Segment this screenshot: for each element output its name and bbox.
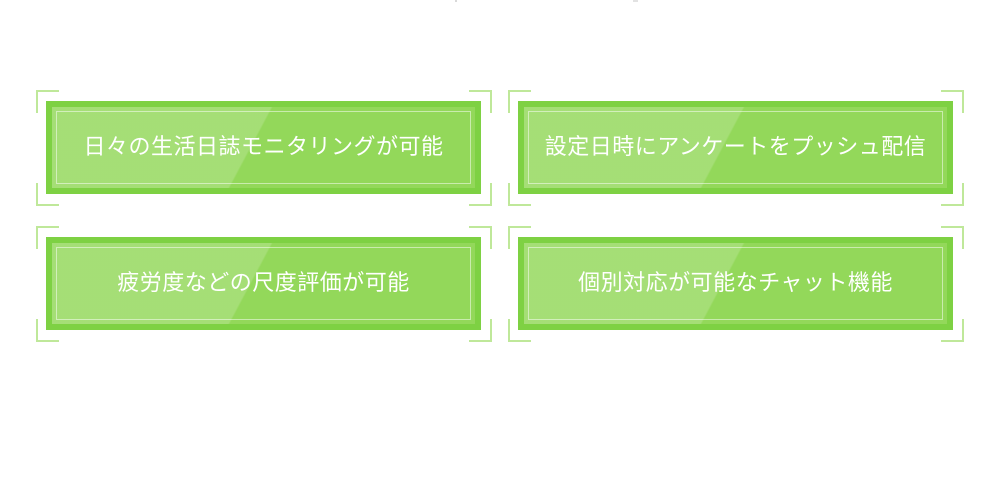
corner-bracket-top-right-icon xyxy=(469,90,492,113)
feature-card-daily-life-log-monitoring[interactable]: 日々の生活日誌モニタリングが可能 xyxy=(46,101,481,194)
corner-bracket-bottom-right-icon xyxy=(469,319,492,342)
corner-bracket-top-left-icon xyxy=(508,90,531,113)
corner-bracket-bottom-right-icon xyxy=(469,183,492,206)
feature-card-label: 個別対応が可能なチャット機能 xyxy=(578,270,893,296)
corner-bracket-bottom-left-icon xyxy=(36,319,59,342)
corner-bracket-top-right-icon xyxy=(469,226,492,249)
corner-bracket-bottom-right-icon xyxy=(941,183,964,206)
feature-card-label: 設定日時にアンケートをプッシュ配信 xyxy=(544,134,927,160)
corner-bracket-top-right-icon xyxy=(941,90,964,113)
corner-bracket-bottom-left-icon xyxy=(508,183,531,206)
corner-bracket-bottom-left-icon xyxy=(508,319,531,342)
feature-card-label: 疲労度などの尺度評価が可能 xyxy=(117,270,410,296)
feature-card-individual-chat-function[interactable]: 個別対応が可能なチャット機能 xyxy=(518,237,953,330)
feature-card-frame-daily-life-log-monitoring: 日々の生活日誌モニタリングが可能 xyxy=(36,90,492,206)
feature-card-frame-scheduled-survey-push: 設定日時にアンケートをプッシュ配信 xyxy=(508,90,964,206)
corner-bracket-top-left-icon xyxy=(36,90,59,113)
feature-card-scheduled-survey-push[interactable]: 設定日時にアンケートをプッシュ配信 xyxy=(518,101,953,194)
feature-card-frame-individual-chat-function: 個別対応が可能なチャット機能 xyxy=(508,226,964,342)
feature-card-fatigue-scale-assessment[interactable]: 疲労度などの尺度評価が可能 xyxy=(46,237,481,330)
feature-card-frame-fatigue-scale-assessment: 疲労度などの尺度評価が可能 xyxy=(36,226,492,342)
corner-bracket-top-left-icon xyxy=(508,226,531,249)
corner-bracket-bottom-right-icon xyxy=(941,319,964,342)
corner-bracket-top-left-icon xyxy=(36,226,59,249)
corner-bracket-bottom-left-icon xyxy=(36,183,59,206)
corner-bracket-top-right-icon xyxy=(941,226,964,249)
feature-card-label: 日々の生活日誌モニタリングが可能 xyxy=(83,134,444,160)
